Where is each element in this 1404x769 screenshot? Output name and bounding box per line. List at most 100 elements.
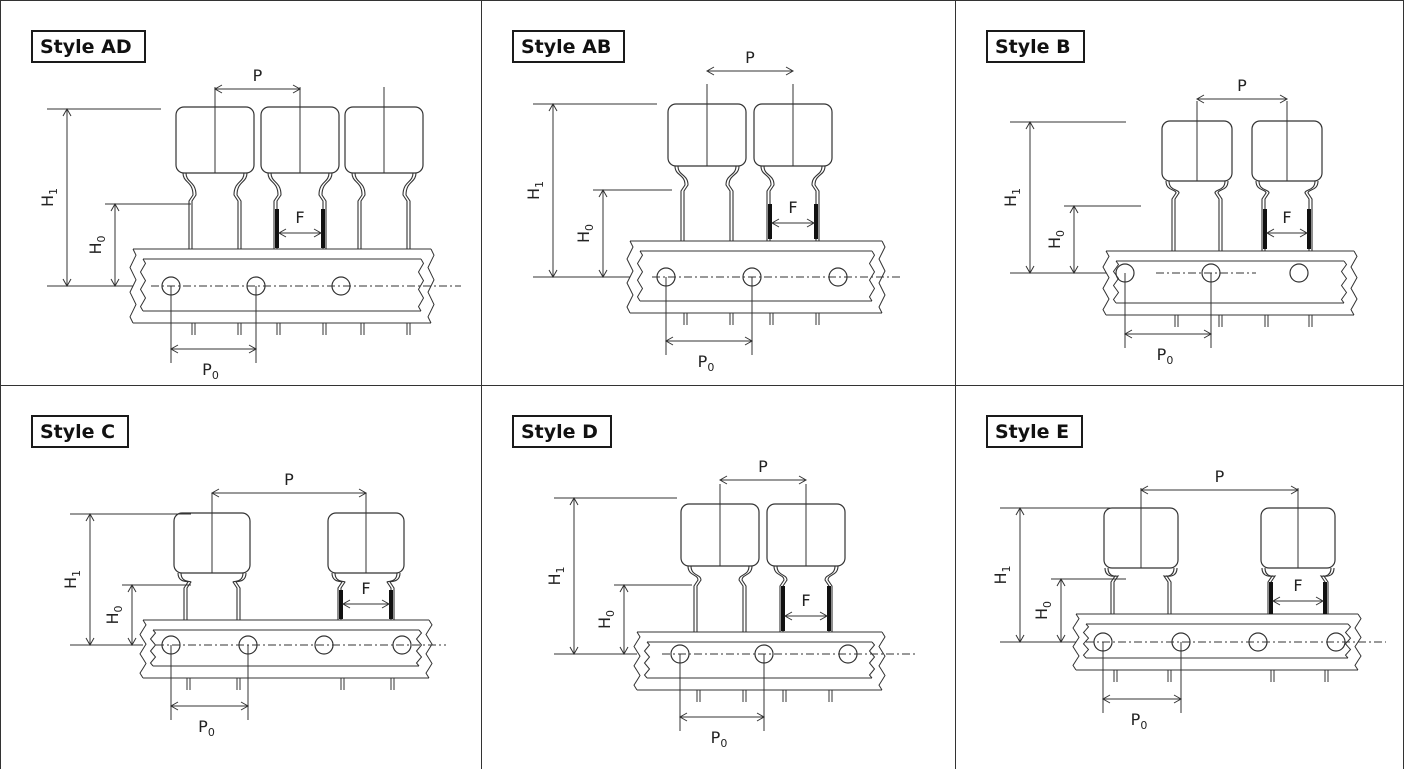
p4-h1-dimension-arrow-bottom	[569, 646, 579, 656]
p4-p-label: P	[758, 457, 768, 476]
p1-capacitor-0-lead-left-outer	[674, 165, 686, 241]
p5-h0-dimension-arrow-bottom	[1056, 634, 1066, 644]
p2-h0-dimension-arrow-top	[1069, 204, 1079, 214]
p1-h0-dimension-arrow-top	[598, 188, 608, 198]
svg-text:H1: H1	[545, 566, 567, 585]
p2-p-dimension-arrow-right	[1279, 94, 1289, 104]
p3-tape-right-inner-break	[415, 629, 423, 667]
p2-capacitor-1-lead-left-outer	[1255, 180, 1267, 251]
p0-f-lead-marker-right	[321, 209, 325, 248]
p1-capacitor-0-lead-left	[677, 165, 689, 241]
p3-tape-left-break	[139, 619, 147, 679]
p1-capacitor-1-lead-right	[811, 165, 823, 241]
p3-capacitor-0-lead-left-outer	[177, 572, 189, 620]
p3-f-dimension-arrow-right	[381, 599, 391, 609]
p1-capacitor-1-lead-left-outer	[760, 165, 772, 241]
p0-tape-left-inner-break	[139, 258, 147, 312]
p1-capacitor-1-lead-left	[763, 165, 775, 241]
p4-f-dimension-arrow-left	[783, 611, 793, 621]
p3-sprocket-hole-2	[314, 635, 334, 655]
p5-p0-label: P0	[1131, 710, 1148, 732]
p0-h1-dimension-arrow-bottom	[62, 278, 72, 288]
p2-h0-label: H0	[1045, 230, 1067, 249]
p5-p0-dimension-arrow-right	[1173, 694, 1183, 704]
p2-h0-dimension-arrow-bottom	[1069, 265, 1079, 275]
p2-h1-dimension-arrow-bottom	[1025, 265, 1035, 275]
p2-capacitor-0-lead-left	[1168, 180, 1180, 251]
p1-f-lead-marker-right	[814, 204, 818, 239]
p2-sprocket-hole-2	[1289, 263, 1309, 283]
p1-p0-label: P0	[698, 352, 715, 374]
p0-h1-dimension-arrow-top	[62, 107, 72, 117]
p0-capacitor-1-lead-right-outer	[321, 172, 333, 249]
p3-p0-dimension-arrow-left	[169, 701, 179, 711]
p1-sprocket-hole-2	[828, 267, 848, 287]
p4-capacitor-1-lead-right-outer	[827, 565, 839, 632]
p0-f-dimension-arrow-left	[277, 228, 287, 238]
p4-capacitor-0-lead-left-outer	[687, 565, 699, 632]
p0-capacitor-2-lead-right	[402, 172, 414, 249]
p2-f-dimension-arrow-right	[1299, 228, 1309, 238]
p1-tape-left-inner-break	[636, 250, 644, 302]
p1-tape-right-inner-break	[868, 250, 876, 302]
p3-h1-label: H1	[61, 570, 83, 589]
p4-p0-dimension-arrow-left	[678, 712, 688, 722]
p2-f-lead-marker-left	[1263, 209, 1267, 249]
p2-f-label: F	[1282, 208, 1291, 227]
p4-tape-right-inner-break	[868, 641, 876, 679]
p2-capacitor-1-lead-right-outer	[1307, 180, 1319, 251]
p2-f-dimension-arrow-left	[1265, 228, 1275, 238]
svg-text:H1: H1	[1001, 188, 1023, 207]
p4-capacitor-1-lead-left	[776, 565, 788, 632]
p1-h0-dimension-arrow-bottom	[598, 269, 608, 279]
p4-h0-label: H0	[595, 610, 617, 629]
p1-p-dimension-arrow-right	[785, 66, 795, 76]
p4-capacitor-1-lead-right	[824, 565, 836, 632]
p3-capacitor-1-lead-right-outer	[389, 572, 401, 620]
p3-p0-label: P0	[198, 717, 215, 739]
p5-capacitor-0-lead-right-outer	[1165, 567, 1178, 614]
p4-f-dimension-arrow-right	[819, 611, 829, 621]
p4-p0-label: P0	[711, 728, 728, 750]
p2-p0-dimension-arrow-right	[1203, 329, 1213, 339]
p4-f-label: F	[801, 591, 810, 610]
p2-tape-left-inner-break	[1112, 260, 1120, 304]
p4-h1-label: H1	[545, 566, 567, 585]
p4-h1-dimension-arrow-top	[569, 496, 579, 506]
svg-text:H1: H1	[38, 188, 60, 207]
p5-tape-left-inner-break	[1082, 623, 1090, 659]
p4-h0-dimension-arrow-bottom	[619, 646, 629, 656]
p3-p-dimension-arrow-right	[358, 488, 368, 498]
p0-capacitor-1-lead-right	[318, 172, 330, 249]
p0-capacitor-0-lead-right	[233, 172, 245, 249]
p1-p0-dimension-arrow-right	[744, 336, 754, 346]
svg-text:H0: H0	[574, 224, 596, 243]
p3-capacitor-0-lead-right-outer	[235, 572, 247, 620]
p2-capacitor-0-lead-right-outer	[1217, 180, 1229, 251]
p0-p0-dimension-arrow-left	[169, 344, 179, 354]
p1-p-label: P	[745, 48, 755, 67]
p2-f-lead-marker-right	[1307, 209, 1311, 249]
p2-h1-dimension-arrow-top	[1025, 120, 1035, 130]
p1-capacitor-0-lead-right	[725, 165, 737, 241]
p3-h0-dimension-arrow-top	[127, 583, 137, 593]
p4-tape-left-break	[633, 631, 641, 691]
p5-h0-dimension-arrow-top	[1056, 577, 1066, 587]
p2-capacitor-1-lead-right	[1304, 180, 1316, 251]
p0-f-label: F	[295, 208, 304, 227]
p0-p-label: P	[253, 66, 263, 85]
p0-capacitor-2-lead-left	[354, 172, 366, 249]
p1-f-label: F	[788, 198, 797, 217]
p0-f-dimension-arrow-right	[313, 228, 323, 238]
p0-p0-dimension-arrow-right	[248, 344, 258, 354]
p3-h0-label: H0	[103, 605, 125, 624]
style-ad-label: Style AD	[31, 30, 146, 63]
svg-text:H1: H1	[524, 181, 546, 200]
